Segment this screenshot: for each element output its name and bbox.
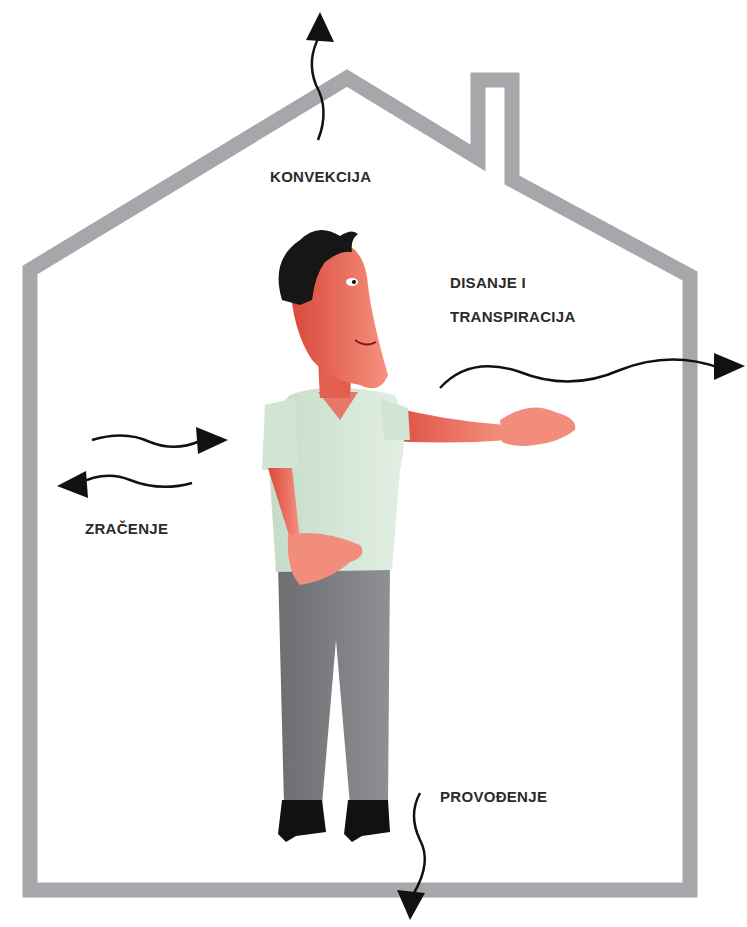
house-outline (30, 78, 690, 890)
arrowheads (57, 12, 745, 920)
wavy-arrow (78, 476, 192, 487)
shoe (278, 800, 326, 842)
heat-arrows (78, 35, 720, 893)
arm (268, 468, 300, 545)
pupil (352, 280, 356, 284)
wavy-arrow (440, 359, 720, 388)
hand (500, 408, 575, 447)
trousers (278, 565, 390, 805)
wavy-arrow (414, 793, 425, 893)
sleeve (380, 398, 410, 440)
arrowhead (196, 427, 228, 454)
eye (346, 278, 358, 286)
heat-label: DISANJE I TRANSPIRACIJA (450, 266, 615, 334)
wavy-arrow (92, 435, 200, 446)
arrowhead (306, 12, 334, 42)
arrowhead (397, 890, 425, 920)
mouth (355, 340, 376, 345)
heat-label: KONVEKCIJA (270, 160, 470, 194)
wavy-arrow (312, 35, 324, 140)
arrowhead (57, 471, 88, 498)
heat-label: ZRAČENJE (85, 512, 245, 546)
hand (288, 533, 363, 585)
sleeve (262, 398, 298, 470)
arrowhead (714, 353, 745, 380)
hair (279, 230, 358, 305)
shoe (344, 800, 390, 842)
heat-label: PROVOĐENJE (440, 780, 610, 814)
